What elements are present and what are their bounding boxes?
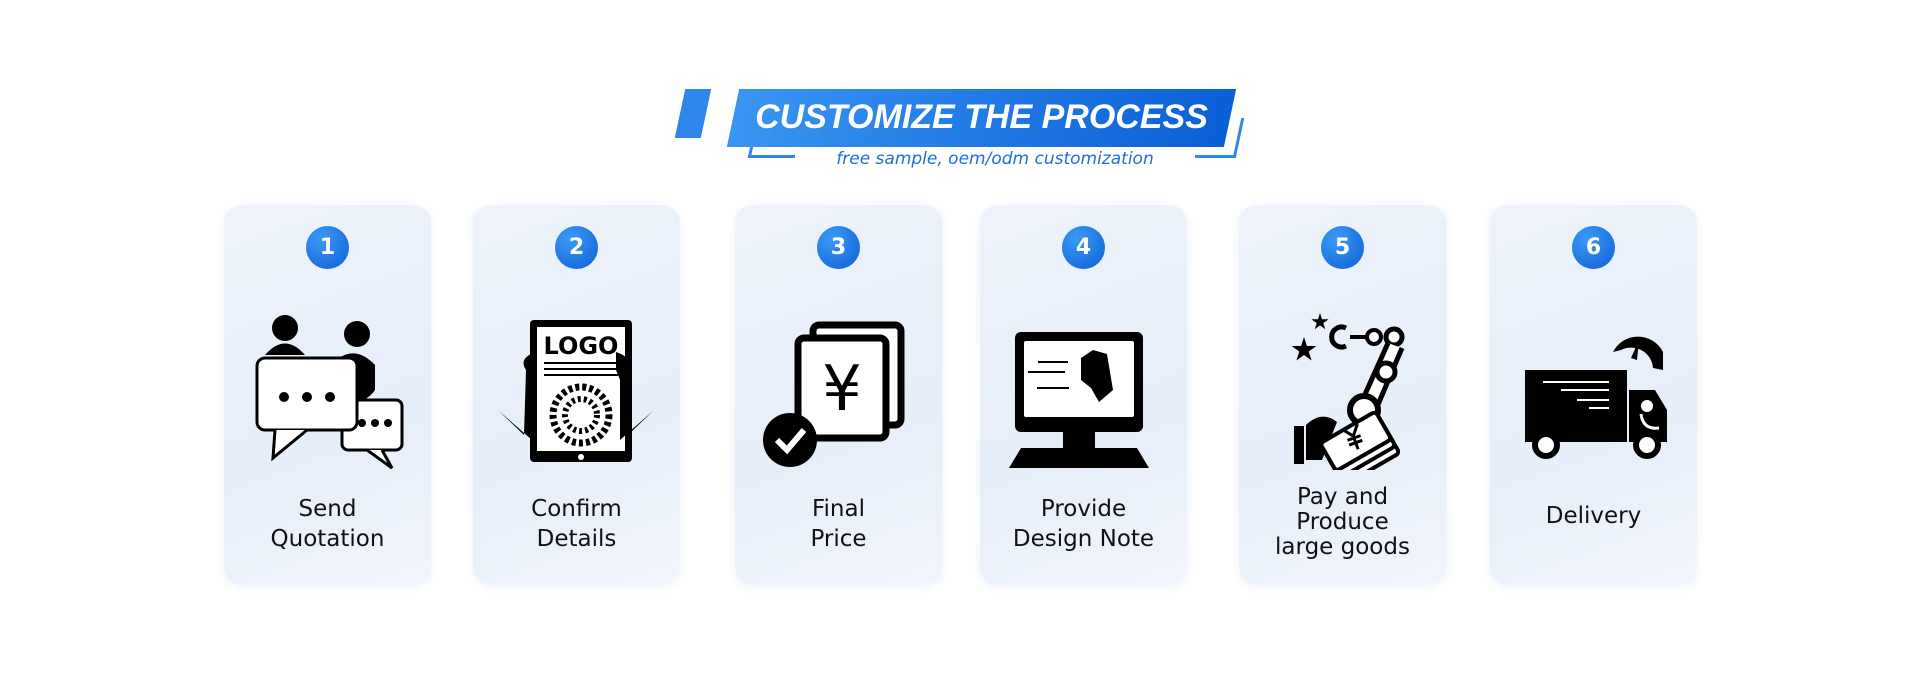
svg-text:LOGO: LOGO <box>544 332 619 360</box>
step-label: Delivery <box>1545 503 1642 529</box>
step-number: 4 <box>1062 226 1105 269</box>
step-number: 2 <box>555 226 598 269</box>
page-title: CUSTOMIZE THE PROCESS <box>755 98 1208 136</box>
star-icon <box>1291 337 1317 361</box>
step-number: 6 <box>1572 226 1615 269</box>
chat-people-icon <box>255 315 404 470</box>
page-subtitle: free sample, oem/odm customization <box>795 148 1195 170</box>
svg-text:¥: ¥ <box>822 352 861 425</box>
step-number: 1 <box>306 226 349 269</box>
delivery-truck-icon <box>1525 336 1667 459</box>
title-accent-slash <box>674 89 712 138</box>
yuan-symbol-icon <box>1341 423 1363 450</box>
step-card-6: 6 Delivery <box>1490 205 1697 585</box>
step-number: 3 <box>817 226 860 269</box>
tablet-logo-icon: LOGO <box>498 320 654 462</box>
computer-design-icon <box>1009 332 1149 468</box>
yuan-price-check-icon: ¥ <box>763 321 905 467</box>
robot-arm-money-icon <box>1291 313 1405 470</box>
step-number: 5 <box>1321 226 1364 269</box>
star-icon <box>1311 313 1329 330</box>
